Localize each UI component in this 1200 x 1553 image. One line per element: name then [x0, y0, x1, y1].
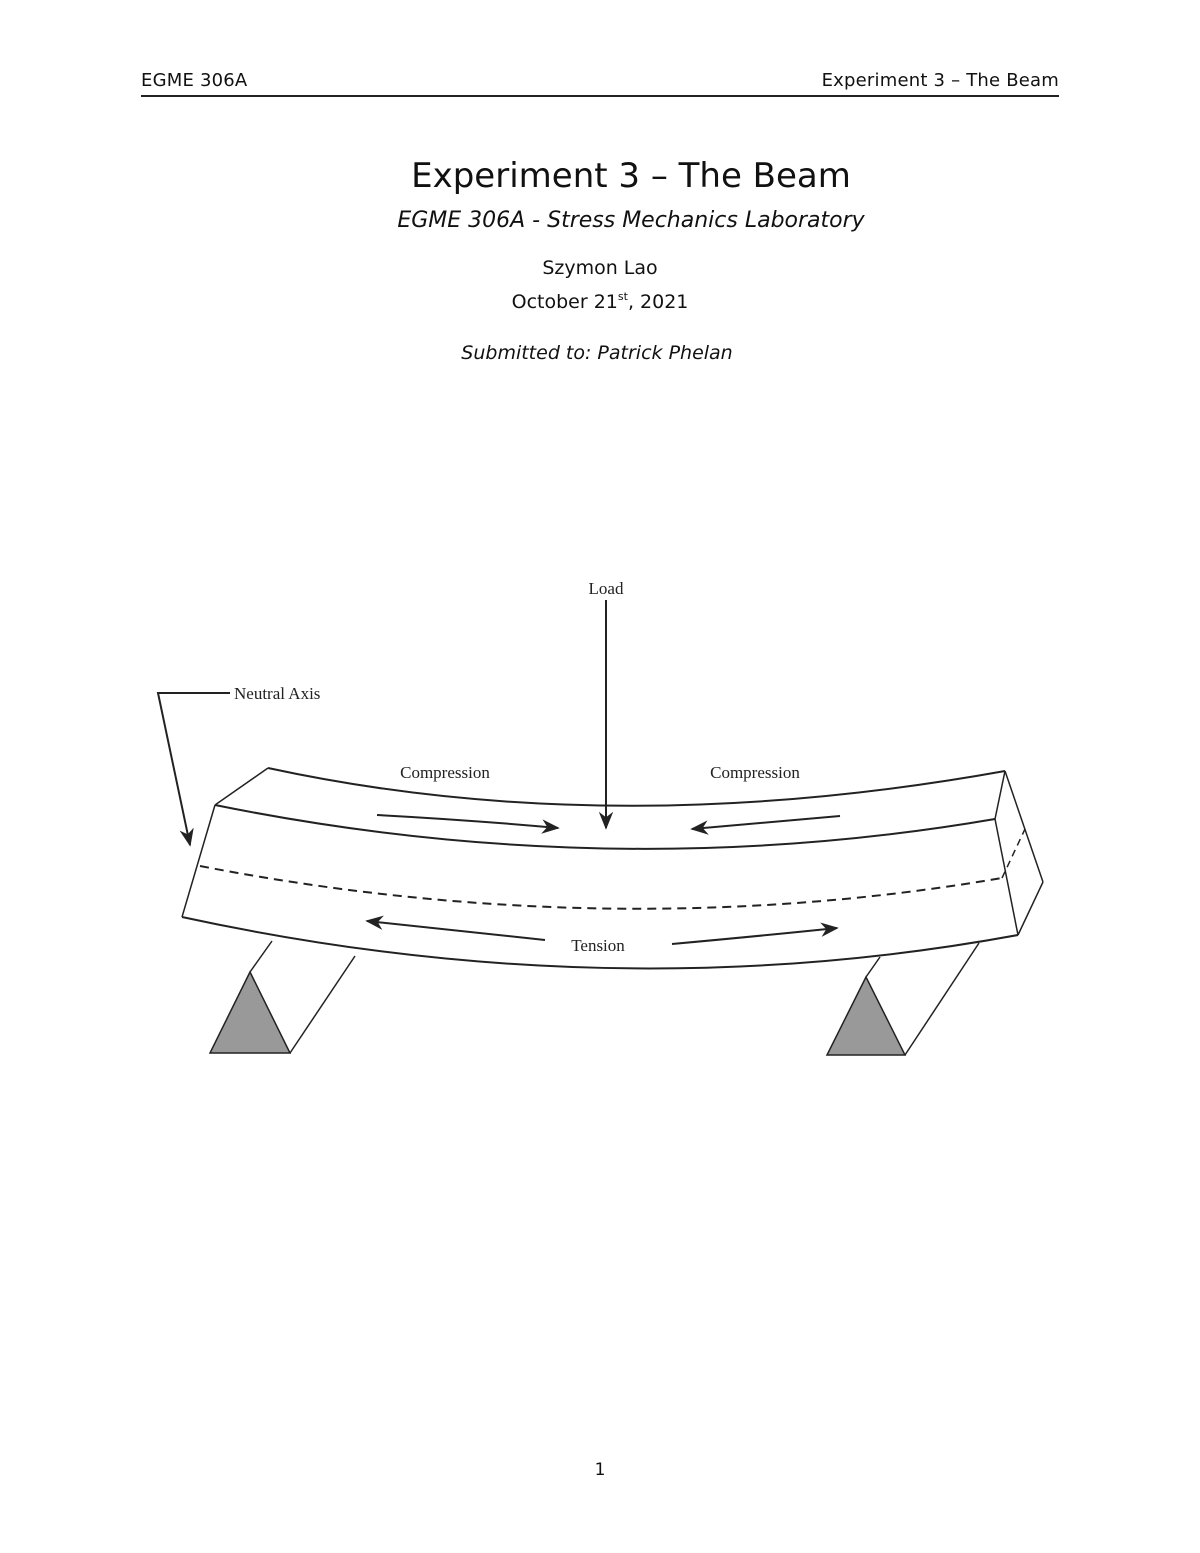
compression-arrow-left: [376, 814, 560, 834]
date-ordinal-suffix: st: [617, 290, 628, 303]
header-course-code: EGME 306A: [141, 70, 248, 91]
neutral-axis-label: Neutral Axis: [234, 684, 320, 703]
compression-label-right: Compression: [710, 763, 800, 782]
right-support-triangle: [825, 975, 907, 1056]
left-support-triangle: [208, 970, 292, 1054]
right-support: [825, 942, 980, 1056]
date-prefix: October 21: [511, 291, 618, 313]
beam-top-front-edge: [214, 804, 996, 850]
beam-top-back-edge: [267, 767, 1006, 807]
course-subtitle: EGME 306A - Stress Mechanics Laboratory: [397, 208, 865, 233]
load-label: Load: [589, 579, 624, 598]
beam: [181, 767, 1044, 970]
submitted-to: Submitted to: Patrick Phelan: [461, 342, 733, 364]
left-support: [208, 940, 356, 1054]
compression-arrow-right: [690, 815, 841, 835]
neutral-axis-line: [199, 865, 1003, 910]
compression-label-left: Compression: [400, 763, 490, 782]
date-year: , 2021: [627, 291, 689, 313]
header-divider: [141, 95, 1059, 97]
tension-arrow-right: [671, 922, 839, 945]
header-document-title: Experiment 3 – The Beam: [821, 70, 1059, 91]
beam-bottom-edge: [181, 916, 1019, 970]
tension-arrow-left: [365, 915, 546, 941]
end-face-neutral-axis: [1001, 828, 1026, 879]
page-number: 1: [594, 1460, 606, 1480]
tension-label: Tension: [571, 936, 625, 955]
author-name: Szymon Lao: [542, 257, 658, 279]
neutral-axis-leader: [156, 692, 230, 847]
page-title: Experiment 3 – The Beam: [411, 156, 851, 196]
submission-date: October 21st, 2021: [0, 290, 1200, 313]
